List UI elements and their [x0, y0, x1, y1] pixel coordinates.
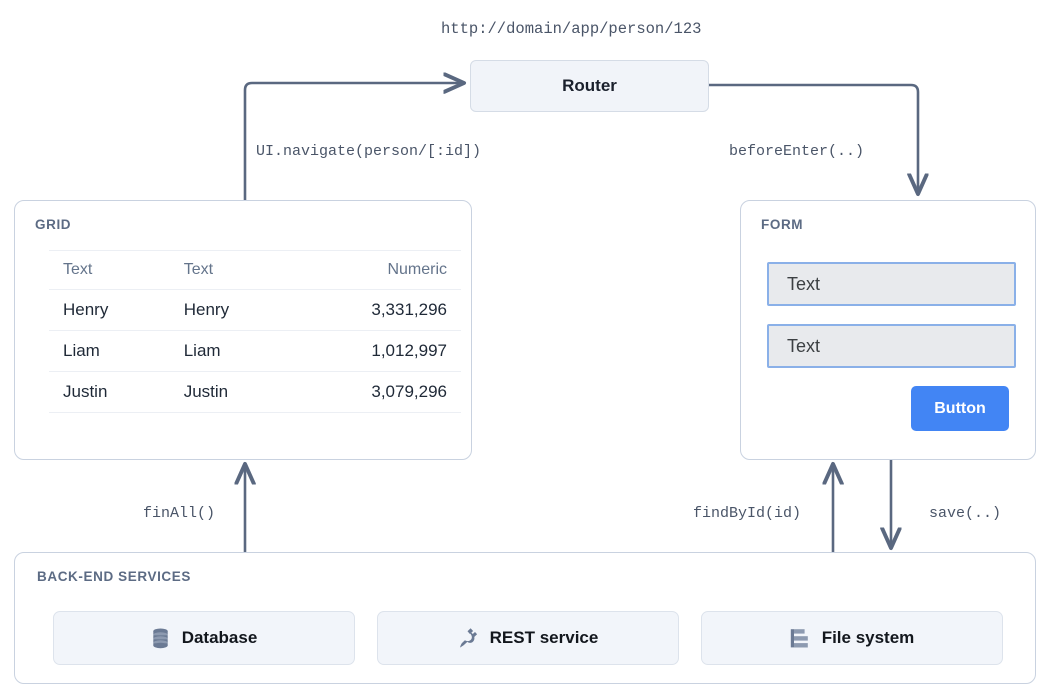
- router-node[interactable]: Router: [470, 60, 709, 112]
- edge-label-save: save(..): [929, 505, 1002, 522]
- edge-label-before-enter: beforeEnter(..): [729, 143, 865, 160]
- cell-text-1: Justin: [49, 371, 170, 413]
- edge-label-navigate: UI.navigate(person/[:id]): [256, 143, 482, 160]
- service-card-database[interactable]: Database: [53, 611, 355, 665]
- backend-panel-title: BACK-END SERVICES: [37, 569, 191, 584]
- form-submit-button-label: Button: [934, 399, 986, 417]
- url-label: http://domain/app/person/123: [441, 20, 702, 38]
- grid-panel-title: GRID: [35, 217, 72, 232]
- form-text-field-1[interactable]: Text: [767, 262, 1016, 306]
- backend-services-row: Database REST service: [53, 611, 1003, 665]
- cell-numeric: 3,331,296: [290, 289, 461, 331]
- form-submit-button[interactable]: Button: [911, 386, 1009, 431]
- column-header-0[interactable]: Text: [49, 250, 170, 290]
- plug-icon: [458, 627, 478, 649]
- cell-text-2: Liam: [169, 330, 291, 372]
- form-text-field-1-value: Text: [787, 273, 821, 294]
- cell-text-2: Henry: [169, 289, 291, 331]
- cell-text-1: Henry: [49, 289, 170, 331]
- grid-panel: GRID Text Text Numeric Henry Henry 3,331…: [14, 200, 472, 460]
- service-card-file-system-label: File system: [821, 628, 915, 647]
- table-row[interactable]: Henry Henry 3,331,296: [49, 289, 461, 331]
- form-text-field-2-value: Text: [787, 335, 821, 356]
- router-label: Router: [562, 76, 617, 95]
- grid-table: Text Text Numeric Henry Henry 3,331,296 …: [49, 250, 461, 413]
- service-card-file-system[interactable]: File system: [701, 611, 1003, 665]
- column-header-2[interactable]: Numeric: [290, 250, 461, 290]
- table-row[interactable]: Liam Liam 1,012,997: [49, 330, 461, 372]
- table-row[interactable]: Justin Justin 3,079,296: [49, 371, 461, 413]
- cell-numeric: 1,012,997: [290, 330, 461, 372]
- wire-router-to-form: [707, 83, 918, 192]
- tree-icon: [790, 628, 810, 649]
- form-panel: FORM Text Text Button: [740, 200, 1036, 460]
- backend-services-panel: BACK-END SERVICES Dat: [14, 552, 1036, 684]
- form-panel-title: FORM: [761, 217, 804, 232]
- form-text-field-2[interactable]: Text: [767, 324, 1016, 368]
- table-header-row: Text Text Numeric: [49, 250, 461, 290]
- wire-grid-to-router: [243, 83, 462, 200]
- cell-text-2: Justin: [169, 371, 291, 413]
- edge-label-fin-all: finAll(): [143, 505, 216, 522]
- service-card-rest-service-label: REST service: [489, 628, 599, 647]
- edge-label-find-by-id: findById(id): [693, 505, 802, 522]
- service-card-rest-service[interactable]: REST service: [377, 611, 679, 665]
- service-card-database-label: Database: [181, 628, 258, 647]
- database-icon: [151, 628, 170, 649]
- column-header-1[interactable]: Text: [169, 250, 291, 290]
- cell-text-1: Liam: [49, 330, 170, 372]
- cell-numeric: 3,079,296: [290, 371, 461, 413]
